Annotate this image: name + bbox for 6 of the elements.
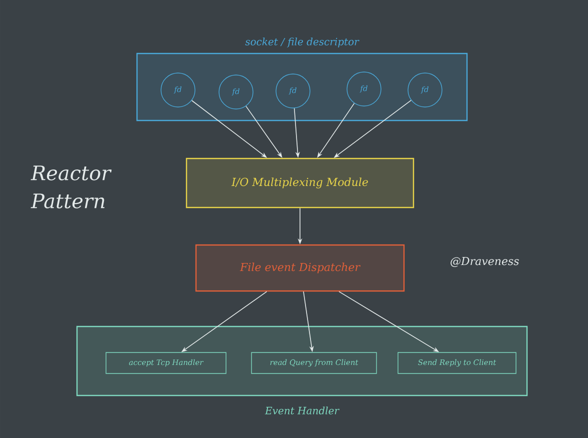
process-box: File event Dispatcher	[195, 244, 405, 292]
signature-text: @Draveness	[450, 257, 519, 267]
group-heading: socket / file descriptor	[245, 38, 360, 48]
process-box: I/O Multiplexing Module	[186, 158, 414, 208]
title-text: Reactor Pattern	[30, 166, 112, 208]
group-heading: Event Handler	[264, 406, 340, 414]
